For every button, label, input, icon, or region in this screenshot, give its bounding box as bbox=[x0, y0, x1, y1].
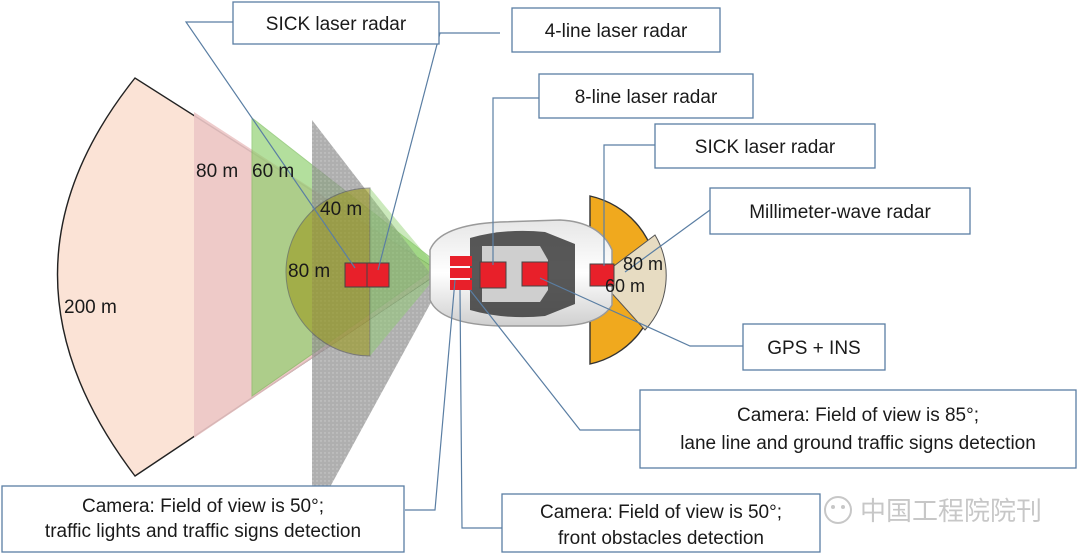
callout-sick-rear: SICK laser radar bbox=[654, 123, 876, 169]
callout-four-line: 4-line laser radar bbox=[511, 7, 721, 53]
callout-sick-front: SICK laser radar bbox=[232, 1, 440, 45]
callout-sick-front-text: SICK laser radar bbox=[266, 14, 407, 35]
leader-cam85 bbox=[469, 289, 640, 431]
leader-gps bbox=[539, 277, 743, 347]
laser-cone bbox=[370, 188, 440, 356]
leader-eight-line bbox=[492, 97, 539, 265]
range-label-40m: 40 m bbox=[320, 199, 362, 220]
callout-camera-50-obstacles-line1: Camera: Field of view is 50°; bbox=[540, 502, 782, 523]
watermark-logo-icon bbox=[824, 496, 852, 524]
leader-four-line bbox=[377, 32, 500, 271]
callout-gps-text: GPS + INS bbox=[767, 338, 860, 359]
four-line-laser-sensor bbox=[366, 262, 390, 288]
leader-sick-front bbox=[184, 21, 356, 269]
callout-camera-50-traffic-line2: traffic lights and traffic signs detecti… bbox=[45, 521, 361, 542]
watermark: 中国工程院院刊 bbox=[824, 496, 1042, 527]
range-label-60m: 60 m bbox=[252, 161, 294, 182]
vehicle bbox=[429, 219, 613, 327]
sick-laser-sensor-front bbox=[344, 262, 368, 288]
camera-sensor-stack-c bbox=[450, 280, 472, 290]
callout-four-line-text: 4-line laser radar bbox=[545, 21, 688, 42]
coverage-40m-80m-zone bbox=[285, 187, 371, 357]
leader-mmwave bbox=[624, 209, 711, 273]
callout-eight-line-text: 8-line laser radar bbox=[575, 87, 718, 108]
leader-cam50a bbox=[405, 279, 456, 511]
callout-sick-rear-text: SICK laser radar bbox=[695, 137, 836, 158]
range-label-rear-80m: 80 m bbox=[623, 254, 663, 274]
leader-cam50b bbox=[459, 289, 502, 529]
camera-sensor-stack-a bbox=[450, 256, 472, 266]
callout-camera-50-obstacles: Camera: Field of view is 50°; front obst… bbox=[501, 493, 821, 553]
callout-eight-line: 8-line laser radar bbox=[538, 73, 754, 119]
callout-camera-85: Camera: Field of view is 85°; lane line … bbox=[639, 389, 1077, 469]
callout-gps: GPS + INS bbox=[742, 323, 886, 371]
gps-ins-sensor bbox=[521, 261, 549, 287]
range-label-80m: 80 m bbox=[196, 161, 238, 182]
callout-camera-50-traffic-line1: Camera: Field of view is 50°; bbox=[82, 496, 324, 517]
callout-camera-50-traffic: Camera: Field of view is 50°; traffic li… bbox=[1, 485, 405, 553]
range-label-200m: 200 m bbox=[64, 297, 117, 318]
callout-mmwave-text: Millimeter-wave radar bbox=[749, 202, 931, 223]
camera-sensor-stack-b bbox=[450, 268, 472, 278]
watermark-text: 中国工程院院刊 bbox=[860, 497, 1042, 527]
sick-laser-sensor-rear bbox=[589, 263, 615, 287]
callout-mmwave: Millimeter-wave radar bbox=[709, 187, 971, 235]
rear-mmwave-wedge bbox=[597, 234, 667, 331]
eight-line-laser-sensor bbox=[479, 261, 507, 289]
range-label-rear-60m: 60 m bbox=[605, 276, 645, 296]
callout-camera-85-line1: Camera: Field of view is 85°; bbox=[737, 405, 979, 426]
range-label-80m-circle: 80 m bbox=[288, 261, 330, 282]
leader-sick-rear bbox=[603, 144, 655, 266]
callout-camera-50-obstacles-line2: front obstacles detection bbox=[558, 528, 764, 549]
callout-camera-85-line2: lane line and ground traffic signs detec… bbox=[680, 433, 1036, 454]
